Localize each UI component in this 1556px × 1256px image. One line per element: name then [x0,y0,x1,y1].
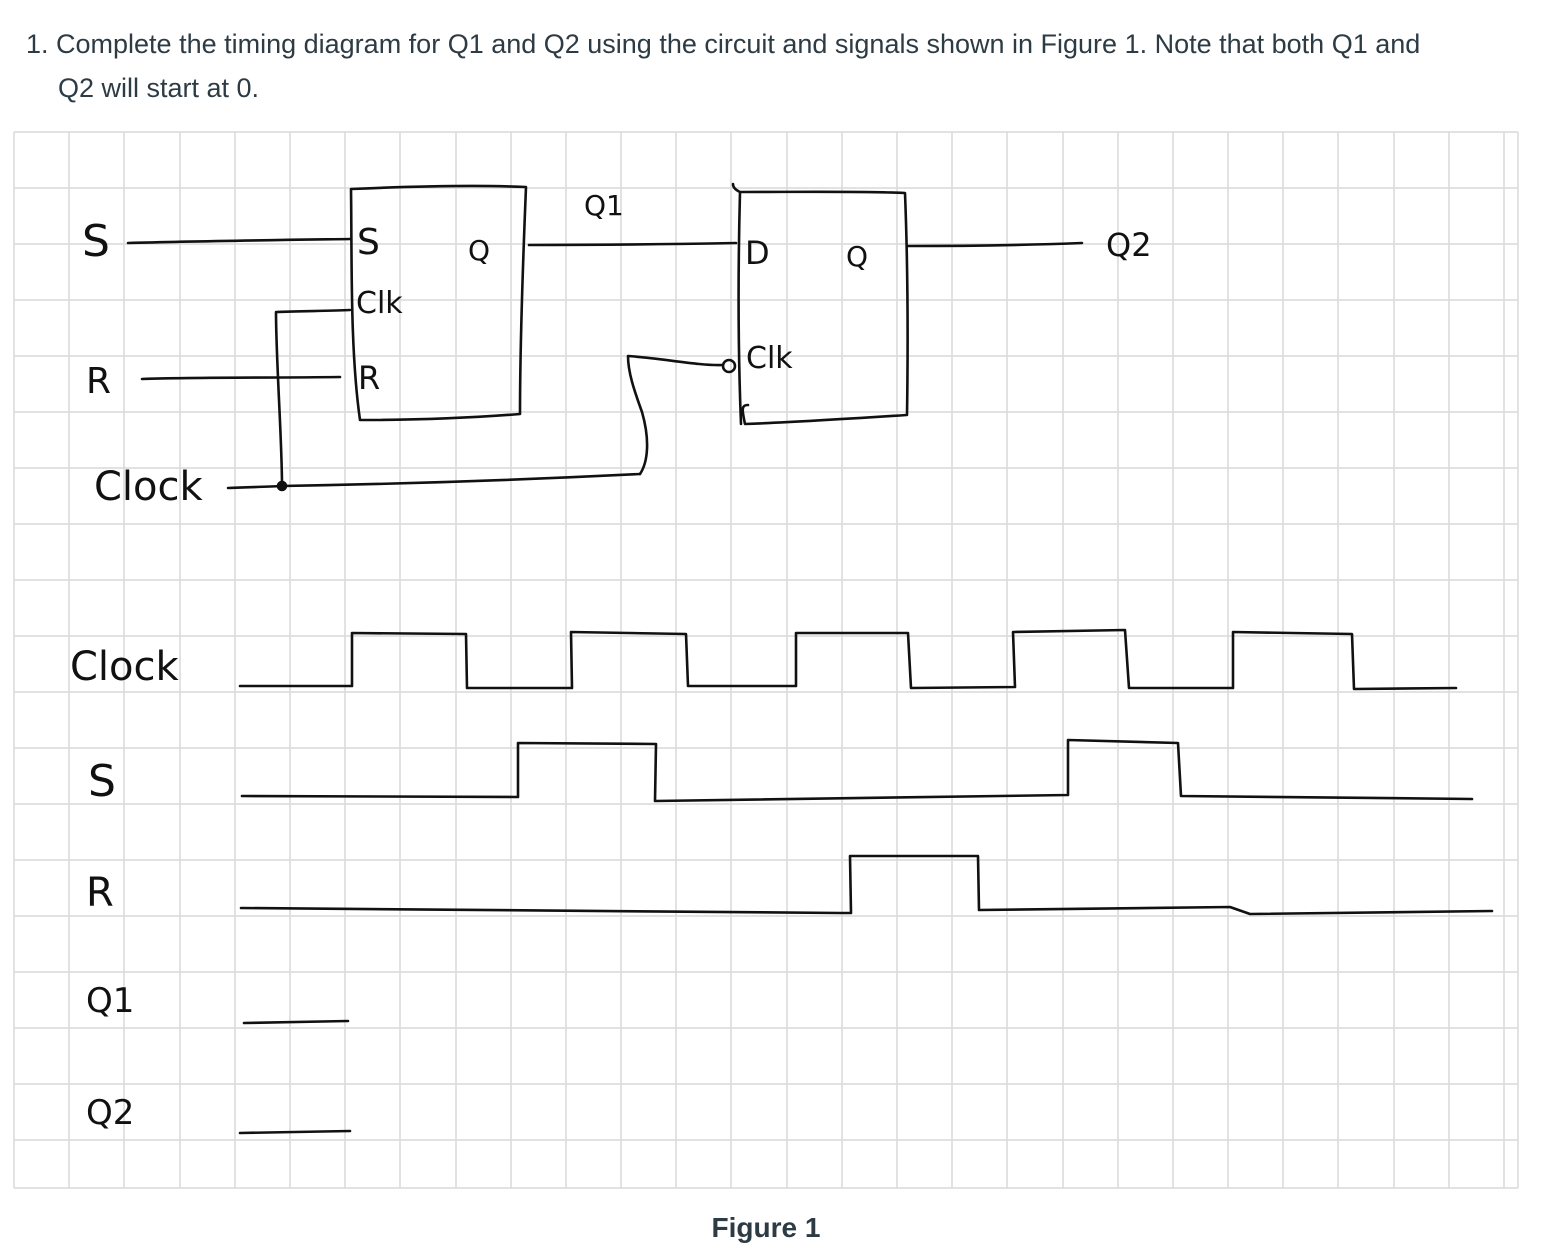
s-input-label: S [82,216,110,267]
circuit-diagram [126,182,1084,492]
s-input-wire [126,237,352,245]
d-clk-inversion-bubble [721,358,737,374]
d-clk-pin-label: Clk [746,341,793,376]
d-q-pin-label: Q [846,240,868,273]
q2-output-label: Q2 [1106,226,1152,264]
timing-labels: Clock S R Q1 Q2 [70,644,180,1133]
q2-initial-level [238,1129,352,1135]
timing-q2-label: Q2 [86,1093,134,1133]
timing-q1-label: Q1 [86,981,134,1021]
clock-branch-to-d-clk [626,354,724,476]
sr-clk-pin-label: Clk [356,286,403,321]
q2-output-wire [906,241,1084,248]
clock-branch-to-sr-clk [274,308,352,488]
timing-clock-label: Clock [70,644,180,690]
q1-wire-label: Q1 [584,189,624,222]
d-d-pin-label: D [745,234,770,272]
timing-r-label: R [86,870,114,916]
sr-q-pin-label: Q [468,234,490,267]
timing-s-label: S [88,756,116,807]
q1-initial-level [242,1019,350,1025]
graph-paper-grid [13,131,1519,1189]
question-line-2: Q2 will start at 0. [58,73,260,103]
question-text: 1. Complete the timing diagram for Q1 an… [26,22,1526,110]
question-line-1: 1. Complete the timing diagram for Q1 an… [26,29,1421,59]
r-input-label: R [86,361,111,402]
sr-r-pin-label: R [358,359,380,397]
circuit-labels: S R Clock S Clk R Q Q1 D Clk Q Q2 [82,189,1152,510]
figure-caption-text: Figure 1 [711,1212,821,1243]
r-input-wire [140,375,342,381]
s-waveform [240,738,1474,803]
sr-s-pin-label: S [357,222,380,263]
r-waveform [239,854,1494,916]
figure-caption: Figure 1 [0,1212,1556,1244]
d-flipflop-box [731,182,909,426]
q1-wire [527,241,738,247]
clock-waveform [238,628,1458,691]
timing-waveforms [238,628,1494,1135]
sr-flipflop-box [349,184,528,422]
clock-input-label: Clock [94,464,204,510]
clock-input-wire [226,472,642,490]
